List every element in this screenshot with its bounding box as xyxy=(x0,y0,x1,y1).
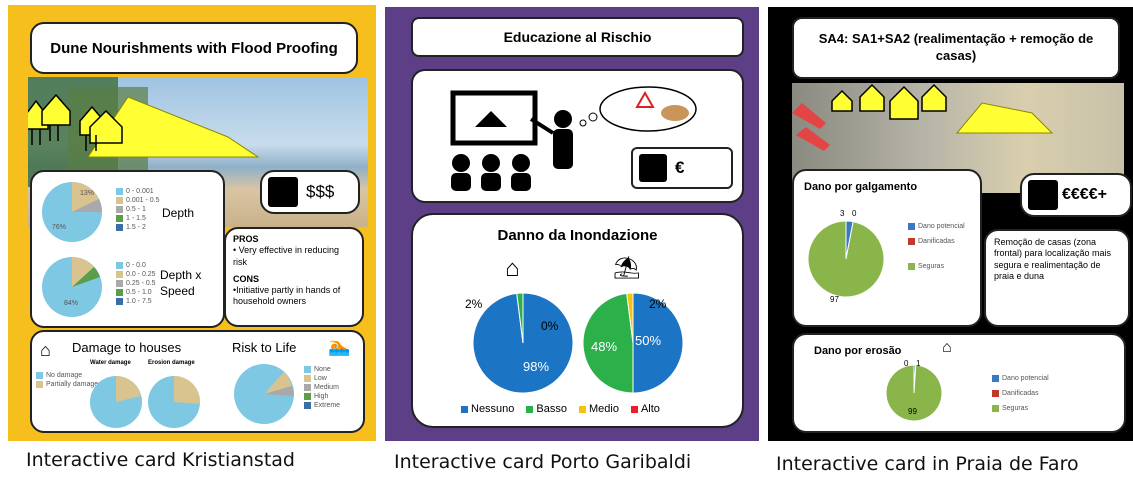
galgamento-title: Dano por galgamento xyxy=(804,181,918,193)
depth-label: Depth xyxy=(162,206,195,220)
beach-umbrella-icon: ⛱ xyxy=(613,255,641,280)
flooded-house-icon: ⌂ xyxy=(40,340,51,360)
flood-pies xyxy=(472,292,684,394)
pie2-label-green: 48% xyxy=(591,339,618,354)
description-text: Remoção de casas (zona frontal) para loc… xyxy=(994,237,1112,281)
erosao-label-safe: 99 xyxy=(908,407,917,416)
cost-panel: $$$ xyxy=(260,170,360,214)
money-bag-icon xyxy=(268,177,298,207)
damage-pies xyxy=(90,364,294,428)
card-kristianstad[interactable]: Dune Nourishments with Flood Proofing xyxy=(8,5,376,441)
depth-charts-panel: 76% 13% 84% 0 - 0.001 0.001 - 0.5 0.5 - … xyxy=(30,170,225,328)
classroom-icon xyxy=(450,86,697,191)
depth-pie-slice xyxy=(72,182,99,212)
beach-illustration xyxy=(792,83,1054,151)
erosao-legend: Dano potencial Danificadas Seguras xyxy=(992,373,1049,414)
damage-title: Damage to houses xyxy=(72,340,182,355)
arrow-icons xyxy=(792,103,830,151)
overtopping-damage-panel: Dano por galgamento 3 0 97 Dano potencia… xyxy=(792,169,982,327)
cost-panel: €€€€+ xyxy=(1020,173,1132,217)
cons-heading: CONS xyxy=(233,273,260,284)
dune-illustration xyxy=(23,77,260,187)
pie2-label-blue: 50% xyxy=(635,333,662,348)
galgamento-label-safe: 97 xyxy=(830,295,839,304)
pie-slice-basso xyxy=(582,292,634,394)
depth-speed-label: Depth x Speed xyxy=(160,268,202,298)
caption-kristianstad: Interactive card Kristianstad xyxy=(26,449,295,471)
house-icons xyxy=(831,83,947,120)
money-bag-icon xyxy=(1028,180,1058,210)
depth-pies xyxy=(42,182,102,317)
pie-slice-nessuno xyxy=(632,292,684,394)
damage-risk-panel: ⌂ Damage to houses Water damage Erosion … xyxy=(30,330,365,433)
depth-pie1-label-a: 76% xyxy=(52,224,67,231)
card-title: SA4: SA1+SA2 (realimentação + remoção de… xyxy=(792,17,1120,79)
house-icons xyxy=(23,93,123,144)
galgamento-label-potential: 3 xyxy=(840,209,845,218)
pie1-label-main: 98% xyxy=(523,359,550,374)
drowning-person-icon: 🏊 xyxy=(328,336,351,356)
depth-pie1-label-b: 13% xyxy=(80,190,95,197)
flood-legend: Nessuno Basso Medio Alto xyxy=(461,403,660,415)
chart-title: Danno da Inondazione xyxy=(497,227,658,244)
erosao-title: Dano por erosão xyxy=(814,345,902,357)
flooded-house-icon: ⌂ xyxy=(942,339,952,356)
card-porto-garibaldi[interactable]: Educazione al Rischio € Danno da Inondaz… xyxy=(385,7,759,441)
damage-legend: No damage Partially damaged xyxy=(36,370,102,390)
erosao-label-potential: 0 xyxy=(904,359,909,368)
money-bag-icon xyxy=(639,154,667,182)
pie-slice-seguras xyxy=(885,364,943,422)
pros-cons-panel: PROS • Very effective in reducing risk C… xyxy=(224,227,364,327)
card-title: Educazione al Rischio xyxy=(411,17,744,57)
pie-slice-basso xyxy=(516,292,524,344)
erosion-damage-panel: Dano por erosão ⌂ 0 1 99 Dano potencial … xyxy=(792,333,1126,433)
thought-bubble xyxy=(599,86,697,132)
erosao-label-damaged: 1 xyxy=(916,359,921,368)
pros-text: • Very effective in reducing risk xyxy=(233,245,340,267)
risk-title: Risk to Life xyxy=(232,340,297,355)
cost-label: $$$ xyxy=(306,182,335,201)
depth-speed-legend: 0 - 0.0 0.0 - 0.25 0.25 - 0.5 0.5 - 1.0 … xyxy=(116,260,156,307)
pie-slice-seguras xyxy=(807,220,885,298)
cost-label: €€€€+ xyxy=(1062,186,1107,203)
pie-slice-medio xyxy=(626,292,634,344)
depth-legend: 0 - 0.001 0.001 - 0.5 0.5 - 1 1 - 1.5 1.… xyxy=(116,186,159,233)
flood-damage-panel: Danno da Inondazione ⌂ ⛱ 98% 0% 2% 48% 5… xyxy=(411,213,744,428)
cost-label: € xyxy=(675,158,685,177)
galgamento-pie xyxy=(807,220,885,298)
galgamento-legend: Dano potencial Danificadas Seguras xyxy=(908,221,980,272)
warning-icon xyxy=(635,90,655,108)
pie2-label-yellow: 2% xyxy=(649,297,667,311)
cost-panel: € xyxy=(631,147,733,189)
water-damage-label: Water damage xyxy=(90,360,131,366)
caption-praia-de-faro: Interactive card in Praia de Faro xyxy=(776,453,1079,475)
card-title: Dune Nourishments with Flood Proofing xyxy=(30,22,358,74)
depth-pie2-label: 84% xyxy=(64,300,79,307)
galgamento-label-damaged: 0 xyxy=(852,209,857,218)
cons-text: •Initiative partly in hands of household… xyxy=(233,285,341,307)
card-praia-de-faro[interactable]: SA4: SA1+SA2 (realimentação + remoção de… xyxy=(768,7,1133,441)
erosion-damage-label: Erosion damage xyxy=(148,360,195,366)
description-panel: Remoção de casas (zona frontal) para loc… xyxy=(984,229,1130,327)
risk-legend: None Low Medium High Extreme xyxy=(304,364,340,411)
erosao-pie xyxy=(885,364,943,422)
pie1-label-two: 2% xyxy=(465,297,483,311)
flooded-house-icon: ⌂ xyxy=(505,255,520,282)
pie1-label-zero: 0% xyxy=(541,319,559,333)
caption-porto-garibaldi: Interactive card Porto Garibaldi xyxy=(394,451,692,473)
pros-heading: PROS xyxy=(233,234,259,244)
